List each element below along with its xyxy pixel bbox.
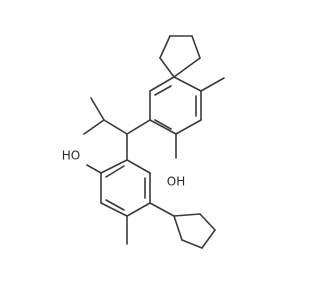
cyclopentyl-ring-top [159,35,201,78]
molecule-structure: OH HO [60,35,225,249]
svg-text:OH: OH [167,175,185,189]
isobutylidene-bridge [83,97,151,161]
svg-text:HO: HO [62,149,80,163]
aromatic-ring-top [149,76,202,135]
cyclopentyl-ring-bottom [149,202,216,249]
hydroxyl-label-bottom: HO [60,149,82,163]
hydroxyl-bond-bottom [86,164,102,174]
aromatic-ring-bottom [100,159,151,217]
methyl-bond-top [200,77,225,92]
hydroxyl-label-top: OH [166,175,187,189]
